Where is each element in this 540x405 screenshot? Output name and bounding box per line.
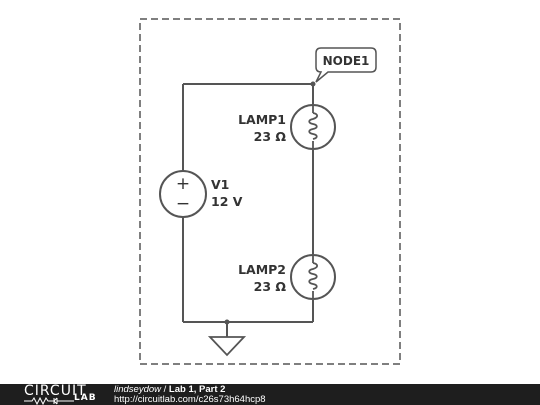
lamp-value: 23 Ω xyxy=(254,279,287,294)
lamp-1[interactable]: LAMP1 23 Ω xyxy=(238,104,336,150)
minus-sign: − xyxy=(176,194,190,214)
plus-sign: + xyxy=(176,174,190,194)
lamp-value: 23 Ω xyxy=(254,129,287,144)
schematic-boundary xyxy=(139,18,401,365)
lamp-name: LAMP2 xyxy=(238,262,286,277)
ground-node-dot xyxy=(224,319,230,325)
node-label-text: NODE1 xyxy=(323,54,370,68)
schematic-canvas: NODE1 + − V1 12 V LAMP1 23 Ω LAMP2 23 Ω xyxy=(139,18,401,365)
node-label-bubble xyxy=(315,47,377,83)
author-link[interactable]: lindseydow xyxy=(114,384,161,395)
lamp-filament-icon xyxy=(308,105,319,149)
logo-text-top: CIRCUIT xyxy=(24,383,87,399)
circuitlab-logo[interactable]: CIRCUIT LAB xyxy=(22,383,98,405)
voltage-source-symbol xyxy=(159,170,207,218)
voltage-source-v1[interactable]: + − V1 12 V xyxy=(159,170,243,218)
circuit-byline: lindseydow / Lab 1, Part 2 xyxy=(114,385,266,395)
source-value: 12 V xyxy=(211,194,243,209)
circuit-title: Lab 1, Part 2 xyxy=(168,384,226,395)
ground-symbol[interactable] xyxy=(207,336,247,357)
source-name: V1 xyxy=(211,177,229,192)
lamp-name: LAMP1 xyxy=(238,112,286,127)
circuit-url[interactable]: http://circuitlab.com/c26s73h64hcp8 xyxy=(114,394,266,405)
node-dot xyxy=(310,81,316,87)
wire-bottom xyxy=(183,321,313,337)
node-label[interactable]: NODE1 xyxy=(315,47,377,83)
lamp-filament-icon xyxy=(308,255,319,299)
logo-text-bottom: LAB xyxy=(74,393,97,403)
byline-separator: / xyxy=(161,384,169,395)
ground-icon xyxy=(207,336,247,357)
footer-bar: CIRCUIT LAB lindseydow / Lab 1, Part 2 h… xyxy=(0,383,540,405)
circuit-meta: lindseydow / Lab 1, Part 2 http://circui… xyxy=(114,385,266,405)
lamp-2[interactable]: LAMP2 23 Ω xyxy=(238,254,336,300)
resistor-logo-icon xyxy=(24,397,74,405)
